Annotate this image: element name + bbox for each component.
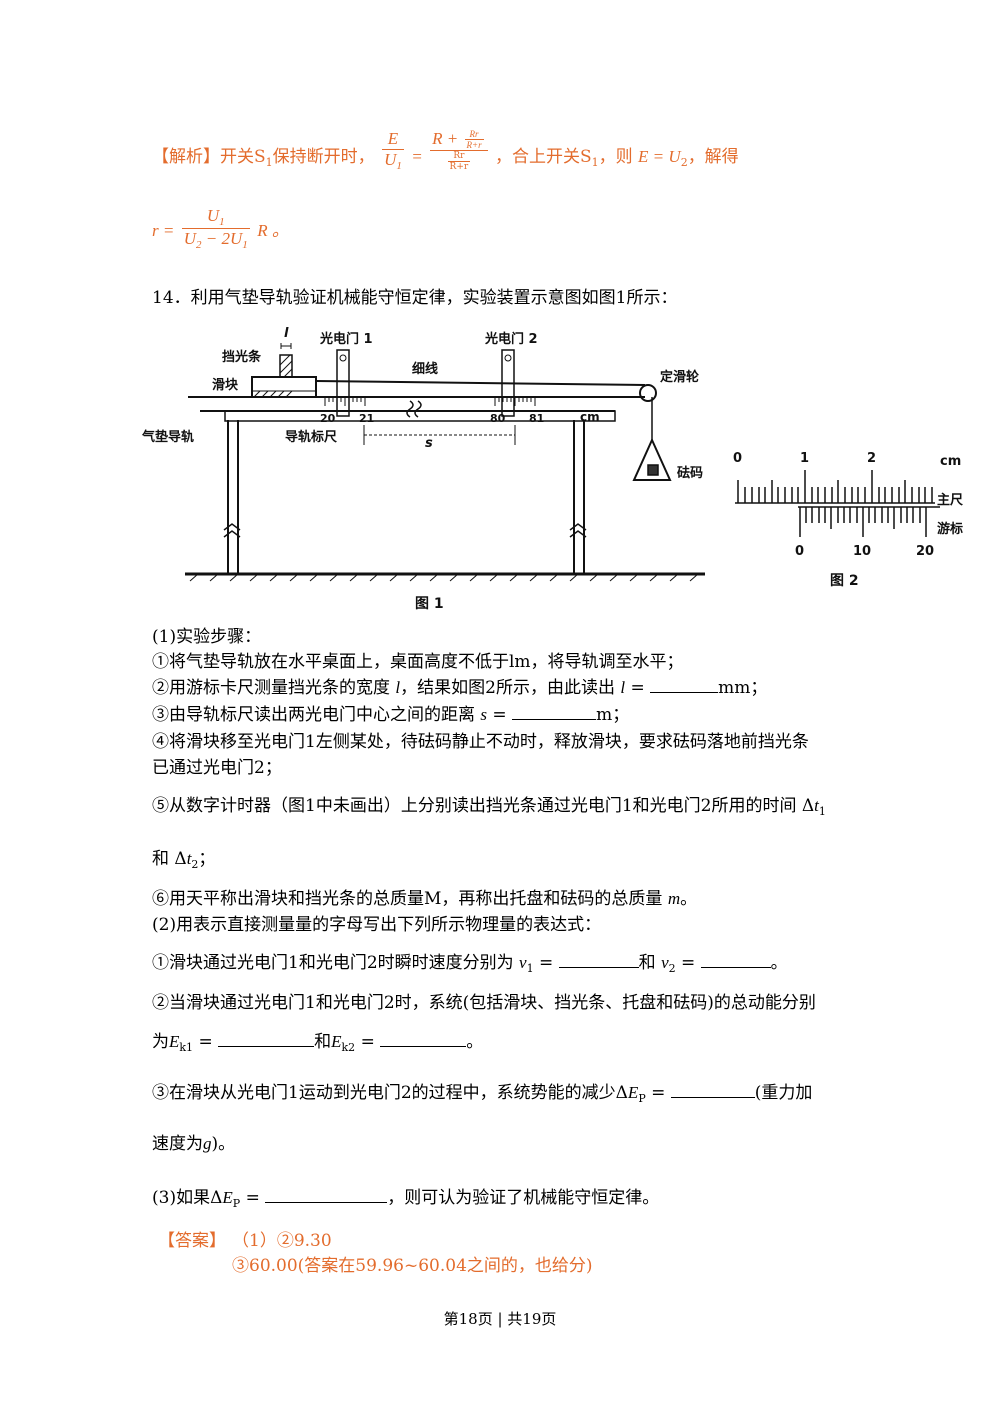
svg-text:滑块: 滑块 <box>212 377 239 393</box>
step-5: ⑤从数字计时器（图1中未画出）上分别读出挡光条通过光电门1和光电门2所用的时间 … <box>152 796 826 818</box>
svg-text:细线: 细线 <box>412 361 438 377</box>
answer-tag: 【答案】 <box>158 1231 226 1251</box>
blank-part3[interactable] <box>265 1188 388 1203</box>
analysis-line-2: r = U1 U2 − 2U1 R 。 <box>152 206 289 251</box>
svg-text:光电门 2: 光电门 2 <box>484 331 538 347</box>
svg-text:导轨标尺: 导轨标尺 <box>285 429 337 445</box>
svg-text:l: l <box>284 326 289 341</box>
blank-s[interactable] <box>512 705 597 720</box>
blank-ek2[interactable] <box>380 1032 467 1047</box>
q2-item-2a: ②当滑块通过光电门1和光电门2时，系统(包括滑块、挡光条、托盘和砝码)的总动能分… <box>152 993 816 1013</box>
q2-item-3-cont: 速度为g)。 <box>152 1134 236 1154</box>
svg-text:80: 80 <box>490 412 506 425</box>
q2-item-3: ③在滑块从光电门1运动到光电门2的过程中，系统势能的减少ΔEP = (重力加 <box>152 1083 813 1105</box>
svg-text:图 2: 图 2 <box>830 573 859 589</box>
q2-item-1: ①滑块通过光电门1和光电门2时瞬时速度分别为 v1 = 和 v2 = 。 <box>152 953 788 975</box>
step-2: ②用游标卡尺测量挡光条的宽度 l，结果如图2所示，由此读出 l = mm； <box>152 678 768 698</box>
blank-delta-ep[interactable] <box>670 1083 755 1098</box>
svg-text:气垫导轨: 气垫导轨 <box>142 429 194 445</box>
step-4b: 已通过光电门2； <box>152 758 282 778</box>
svg-text:砝码: 砝码 <box>677 465 703 481</box>
svg-text:20: 20 <box>320 412 336 425</box>
blank-v2[interactable] <box>700 953 771 968</box>
q2-item-2b: 为Ek1 = 和Ek2 = 。 <box>152 1032 484 1054</box>
blank-v1[interactable] <box>558 953 639 968</box>
svg-text:主尺: 主尺 <box>937 492 963 508</box>
step-3: ③由导轨标尺读出两光电门中心之间的距离 s = m； <box>152 705 630 725</box>
svg-text:2: 2 <box>867 451 876 466</box>
step-1: ①将气垫导轨放在水平桌面上，桌面高度不低于lm，将导轨调至水平； <box>152 652 684 672</box>
fraction-e-over-u1: E U1 <box>382 129 404 172</box>
svg-text:定滑轮: 定滑轮 <box>659 369 699 385</box>
svg-text:光电门 1: 光电门 1 <box>319 331 373 347</box>
blank-ek1[interactable] <box>218 1032 315 1047</box>
svg-text:cm: cm <box>940 454 961 469</box>
figure-1 <box>185 343 705 582</box>
part2-title: (2)用表示直接测量量的字母写出下列所示物理量的表达式： <box>152 915 602 935</box>
svg-text:cm: cm <box>580 410 600 424</box>
blank-l[interactable] <box>650 678 719 693</box>
svg-text:21: 21 <box>359 412 374 425</box>
figure-1-labels: l 挡光条 光电门 1 光电门 2 滑块 细线 定滑轮 气垫导轨 导轨标尺 s … <box>142 326 703 612</box>
step-4a: ④将滑块移至光电门1左侧某处，待砝码静止不动时，释放滑块，要求砝码落地前挡光条 <box>152 732 809 752</box>
svg-text:20: 20 <box>916 544 934 559</box>
svg-text:挡光条: 挡光条 <box>222 349 262 365</box>
apparatus-figure: l 挡光条 光电门 1 光电门 2 滑块 细线 定滑轮 气垫导轨 导轨标尺 s … <box>142 326 963 612</box>
svg-text:10: 10 <box>853 544 871 559</box>
svg-text:0: 0 <box>795 544 804 559</box>
svg-text:0: 0 <box>733 451 742 466</box>
step-6: ⑥用天平称出滑块和挡光条的总质量M，再称出托盘和砝码的总质量 m。 <box>152 889 698 909</box>
figure-2-vernier <box>735 470 940 537</box>
svg-text:图 1: 图 1 <box>415 596 444 612</box>
page-footer: 第18页 | 共19页 <box>443 1310 557 1328</box>
answer-line-1: （1）②9.30 <box>232 1231 332 1251</box>
analysis-tag: 【解析】 <box>152 147 220 167</box>
answer-line-2: ③60.00(答案在59.96~60.04之间的，也给分) <box>232 1256 593 1276</box>
svg-text:81: 81 <box>529 412 544 425</box>
svg-text:1: 1 <box>800 451 809 466</box>
svg-text:s: s <box>425 436 433 451</box>
part3: (3)如果ΔEP = ，则可认为验证了机械能守恒定律。 <box>152 1188 660 1210</box>
step-5-cont: 和 Δt2； <box>152 849 216 871</box>
figure-2-labels: 0 1 2 cm 主尺 游标 0 10 20 图 2 <box>733 451 963 589</box>
fraction-r-solution: U1 U2 − 2U1 <box>181 206 250 251</box>
question-title: 14．利用气垫导轨验证机械能守恒定律，实验装置示意图如图1所示： <box>152 288 678 308</box>
svg-text:游标: 游标 <box>937 521 963 537</box>
part1-title: (1)实验步骤： <box>152 627 262 647</box>
